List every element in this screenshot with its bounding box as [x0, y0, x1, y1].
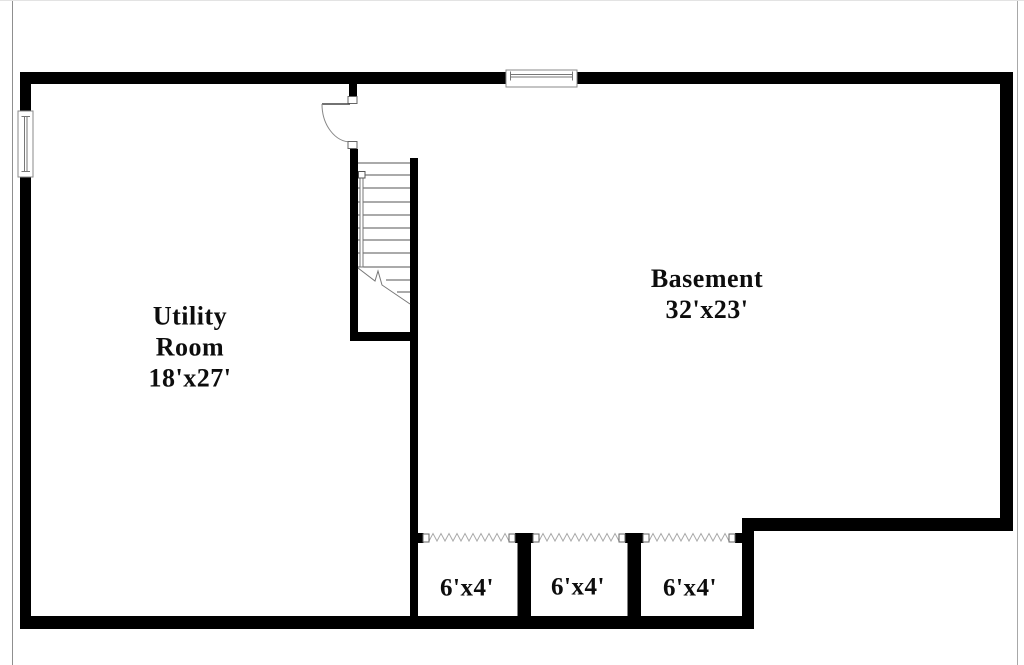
stair-wall-bottom [350, 332, 412, 341]
room-label-closet-3: 6'x4' [663, 576, 717, 601]
wall-bottom [20, 616, 754, 629]
stair-break-line [357, 267, 411, 305]
room-name: Utility [152, 301, 228, 331]
room-label-utility: Utility Room 18'x27' [149, 301, 232, 394]
wall-left [20, 72, 31, 629]
stair-railing [359, 176, 364, 268]
door-swing-icon [321, 83, 358, 149]
wall-bottom-right [742, 518, 1013, 531]
stair-wall-left [350, 149, 358, 341]
wall-right [1000, 72, 1013, 531]
room-size: 32'x23' [665, 295, 749, 324]
room-size: 18'x27' [148, 363, 232, 393]
page-edge-left [12, 0, 13, 665]
closet-partition-walls [418, 533, 742, 617]
wall-step [742, 518, 754, 629]
window-top-icon [505, 69, 578, 88]
room-label-basement: Basement 32'x23' [651, 263, 763, 325]
partition-wall-1 [517, 533, 531, 617]
opening-stub-right [735, 533, 742, 543]
room-label-closet-2: 6'x4' [551, 575, 605, 600]
room-size: 6'x4' [440, 574, 494, 602]
staircase-icon [357, 162, 411, 305]
interior-walls [350, 149, 418, 617]
page-edge-top [0, 0, 1024, 1]
window-left-icon [17, 110, 34, 178]
opening-zigzag-2 [538, 532, 620, 543]
wall-long-vertical [410, 158, 418, 617]
room-name: Room [155, 332, 225, 362]
opening-jambs [422, 533, 736, 543]
opening-zigzag-3 [648, 532, 730, 543]
room-name: Basement [650, 264, 764, 293]
room-size: 6'x4' [551, 573, 605, 601]
opening-zigzag-1 [428, 532, 510, 543]
room-label-closet-1: 6'x4' [440, 576, 494, 601]
room-size: 6'x4' [663, 574, 717, 602]
partition-wall-2 [627, 533, 641, 617]
stair-railing-post [358, 171, 366, 179]
page-edge-right [1017, 0, 1018, 665]
closet-openings [428, 532, 730, 543]
opening-stub-left [418, 533, 424, 543]
